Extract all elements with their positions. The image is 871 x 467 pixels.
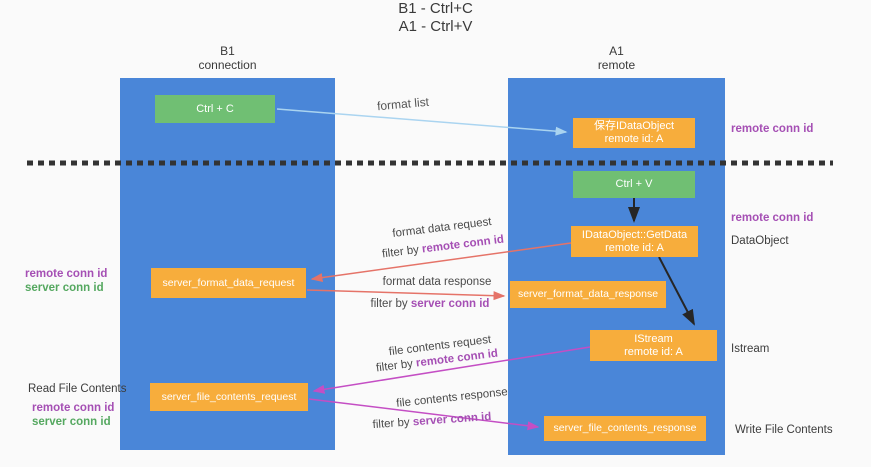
server-file-contents-request-box: server_file_contents_request: [150, 383, 308, 411]
istream-label: IStream: [634, 332, 673, 345]
format-data-response-label: format data response: [382, 276, 492, 288]
server-file-contents-response-label: server_file_contents_response: [553, 422, 697, 434]
remote-conn-id-text: remote conn id: [421, 233, 505, 256]
remote-conn-id-label-mid: remote conn id: [731, 212, 814, 224]
server-format-data-request-label: server_format_data_request: [162, 276, 295, 289]
server-file-contents-response-box: server_file_contents_response: [544, 416, 706, 441]
diagram-title: B1 - Ctrl+C A1 - Ctrl+V: [0, 0, 871, 36]
save-idataobject-box: 保存IDataObject remote id: A: [573, 118, 695, 148]
server-format-data-response-box: server_format_data_response: [510, 281, 666, 308]
server-format-data-response-label: server_format_data_response: [517, 288, 659, 300]
server-conn-id-label-left-1: server conn id: [25, 282, 104, 294]
server-format-data-request-box: server_format_data_request: [151, 268, 306, 298]
filter-by-text: filter by: [370, 298, 411, 310]
filter-by-text: filter by: [372, 416, 414, 432]
ctrl-v-box: Ctrl + V: [573, 171, 695, 198]
title-line-2: A1 - Ctrl+V: [398, 18, 473, 35]
server-conn-id-text: server conn id: [410, 298, 490, 310]
right-column-name: A1: [609, 44, 624, 58]
file-contents-response-filter-label: filter by server conn id: [372, 411, 491, 431]
getdata-remote-id: remote id: A: [605, 241, 664, 254]
istream-box: IStream remote id: A: [590, 330, 717, 361]
file-contents-response-label: file contents response: [395, 386, 509, 410]
left-column-subtitle: connection: [198, 58, 257, 72]
remote-conn-id-label-left-2: remote conn id: [32, 402, 115, 414]
server-conn-id-text: server conn id: [412, 410, 492, 429]
format-data-response-filter-label: filter by server conn id: [371, 298, 490, 310]
format-data-response-arrow: [306, 289, 506, 301]
right-column-header: A1 remote: [508, 44, 725, 72]
left-column-header: B1 connection: [120, 44, 335, 72]
server-file-contents-request-label: server_file_contents_request: [161, 390, 297, 403]
ctrl-c-box: Ctrl + C: [155, 95, 275, 123]
dataobject-label: DataObject: [731, 235, 789, 247]
getdata-box: IDataObject::GetData remote id: A: [571, 226, 698, 257]
title-line-1: B1 - Ctrl+C: [398, 0, 473, 17]
remote-conn-id-label-top: remote conn id: [731, 123, 814, 135]
format-list-label: format list: [376, 94, 430, 114]
right-column-subtitle: remote: [597, 58, 636, 72]
ctrl-v-label: Ctrl + V: [615, 178, 653, 190]
getdata-label: IDataObject::GetData: [581, 228, 688, 241]
ctrl-c-label: Ctrl + C: [196, 102, 234, 115]
istream-remote-id: remote id: A: [624, 345, 683, 358]
left-column-name: B1: [220, 44, 235, 58]
server-conn-id-label-left-2: server conn id: [32, 416, 111, 428]
remote-conn-id-label-left-1: remote conn id: [25, 268, 108, 280]
save-idataobject-remote-id: remote id: A: [604, 133, 664, 145]
write-file-contents-label: Write File Contents: [735, 424, 833, 436]
istream-side-label: Istream: [731, 343, 770, 355]
read-file-contents-label: Read File Contents: [28, 383, 127, 395]
save-idataobject-label: 保存IDataObject: [593, 120, 675, 132]
filter-by-text: filter by: [381, 243, 423, 261]
filter-by-text: filter by: [375, 357, 417, 375]
